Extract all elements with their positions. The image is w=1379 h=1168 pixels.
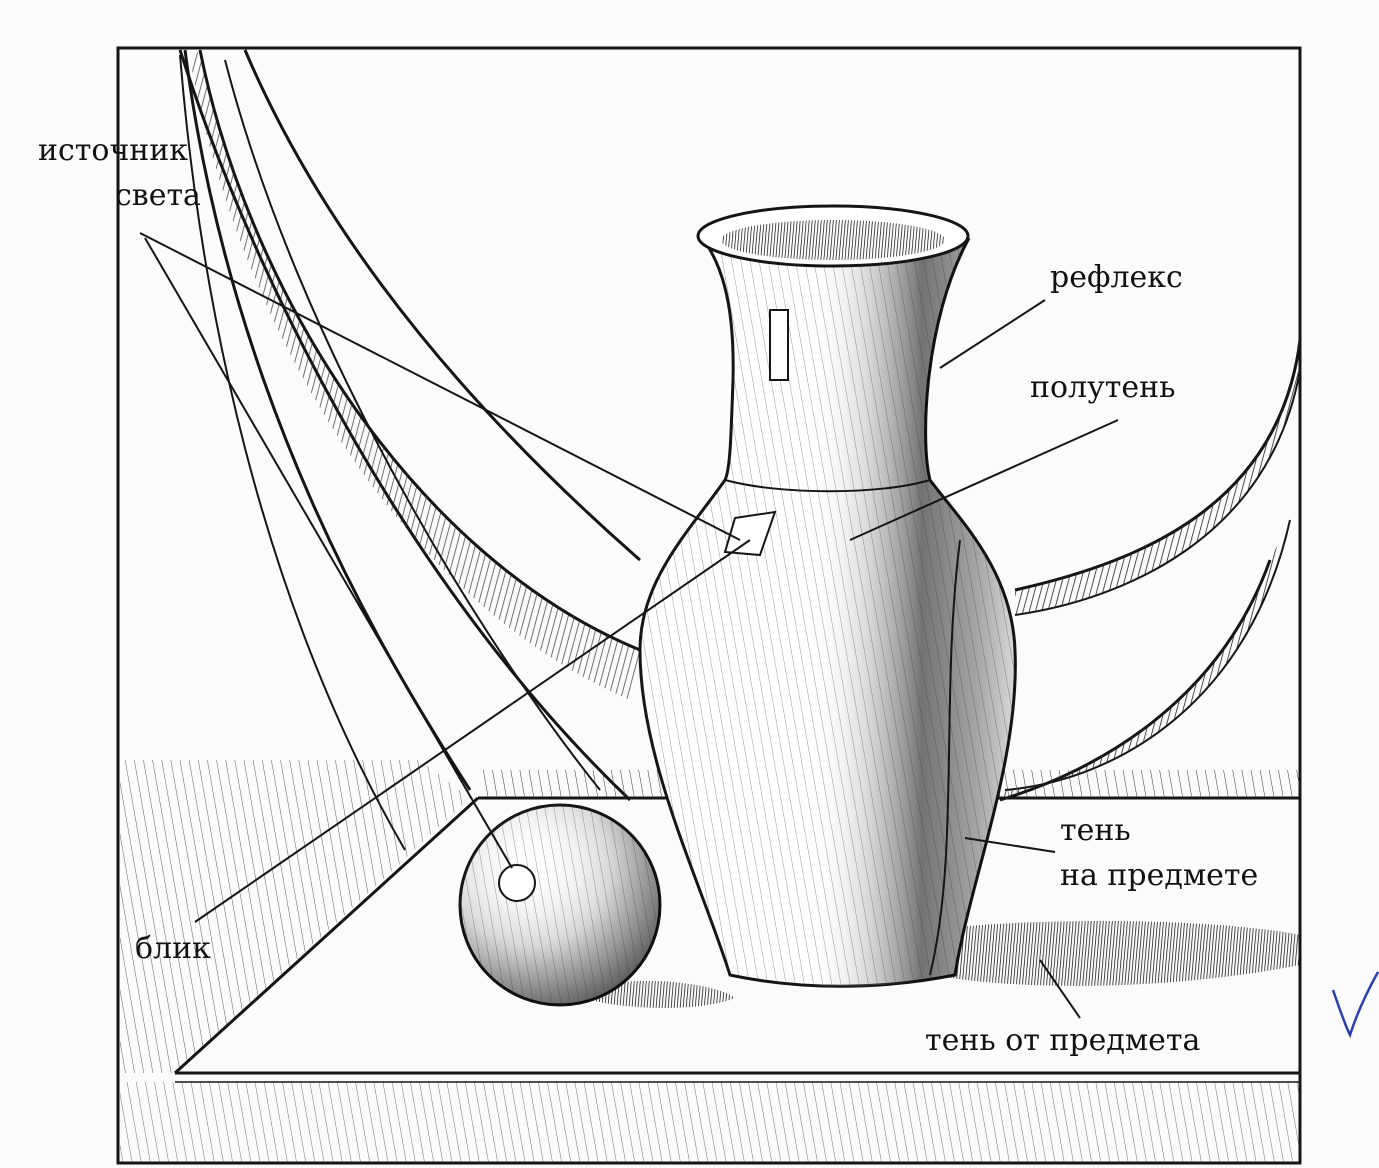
label-highlight: блик: [135, 931, 211, 966]
ball-cast-shadow: [590, 980, 735, 1008]
label-own-shadow-2: на предмете: [1060, 858, 1258, 893]
drapery-shading-right: [1015, 340, 1300, 615]
label-half-shadow: полутень: [1030, 370, 1175, 405]
sphere-highlight: [498, 864, 536, 902]
vase: [638, 204, 1017, 988]
label-reflex: рефлекс: [1050, 260, 1183, 295]
vase-cast-shadow: [930, 920, 1300, 986]
label-own-shadow-1: тень: [1060, 813, 1131, 848]
leader-lines: [139, 232, 1119, 1019]
sphere: [458, 803, 662, 1007]
check-mark-icon: [1331, 971, 1379, 1039]
vase-neck-highlight: [769, 309, 789, 381]
label-cast-shadow: тень от предмета: [925, 1023, 1201, 1058]
label-light-source-2: света: [115, 178, 201, 213]
drapery-shading: [190, 50, 640, 700]
vase-highlight: [723, 510, 777, 557]
label-light-source-1: источник: [38, 133, 188, 168]
table-front-shading: [120, 1082, 1300, 1163]
wall-shading-left: [120, 760, 470, 1073]
